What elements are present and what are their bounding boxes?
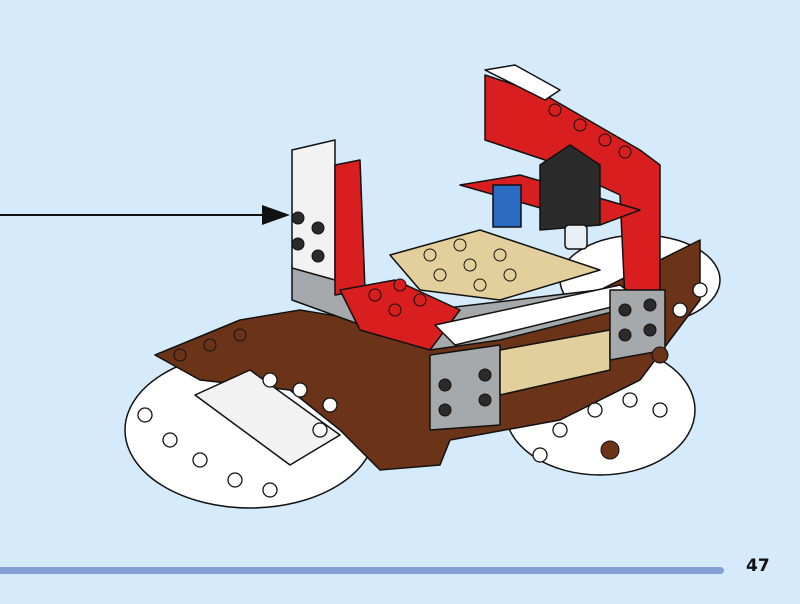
progress-bar: [0, 567, 724, 574]
coffee-machine: [539, 144, 601, 231]
white-brick-top: [484, 64, 561, 101]
callout-arrow-icon: [0, 205, 290, 225]
tan-plate: [389, 229, 601, 301]
red-column: [334, 159, 366, 296]
glass-cup: [564, 224, 588, 250]
white-tile: [194, 369, 341, 466]
tan-front: [499, 329, 611, 396]
page-number: 47: [746, 556, 770, 576]
blue-brick: [492, 184, 522, 228]
